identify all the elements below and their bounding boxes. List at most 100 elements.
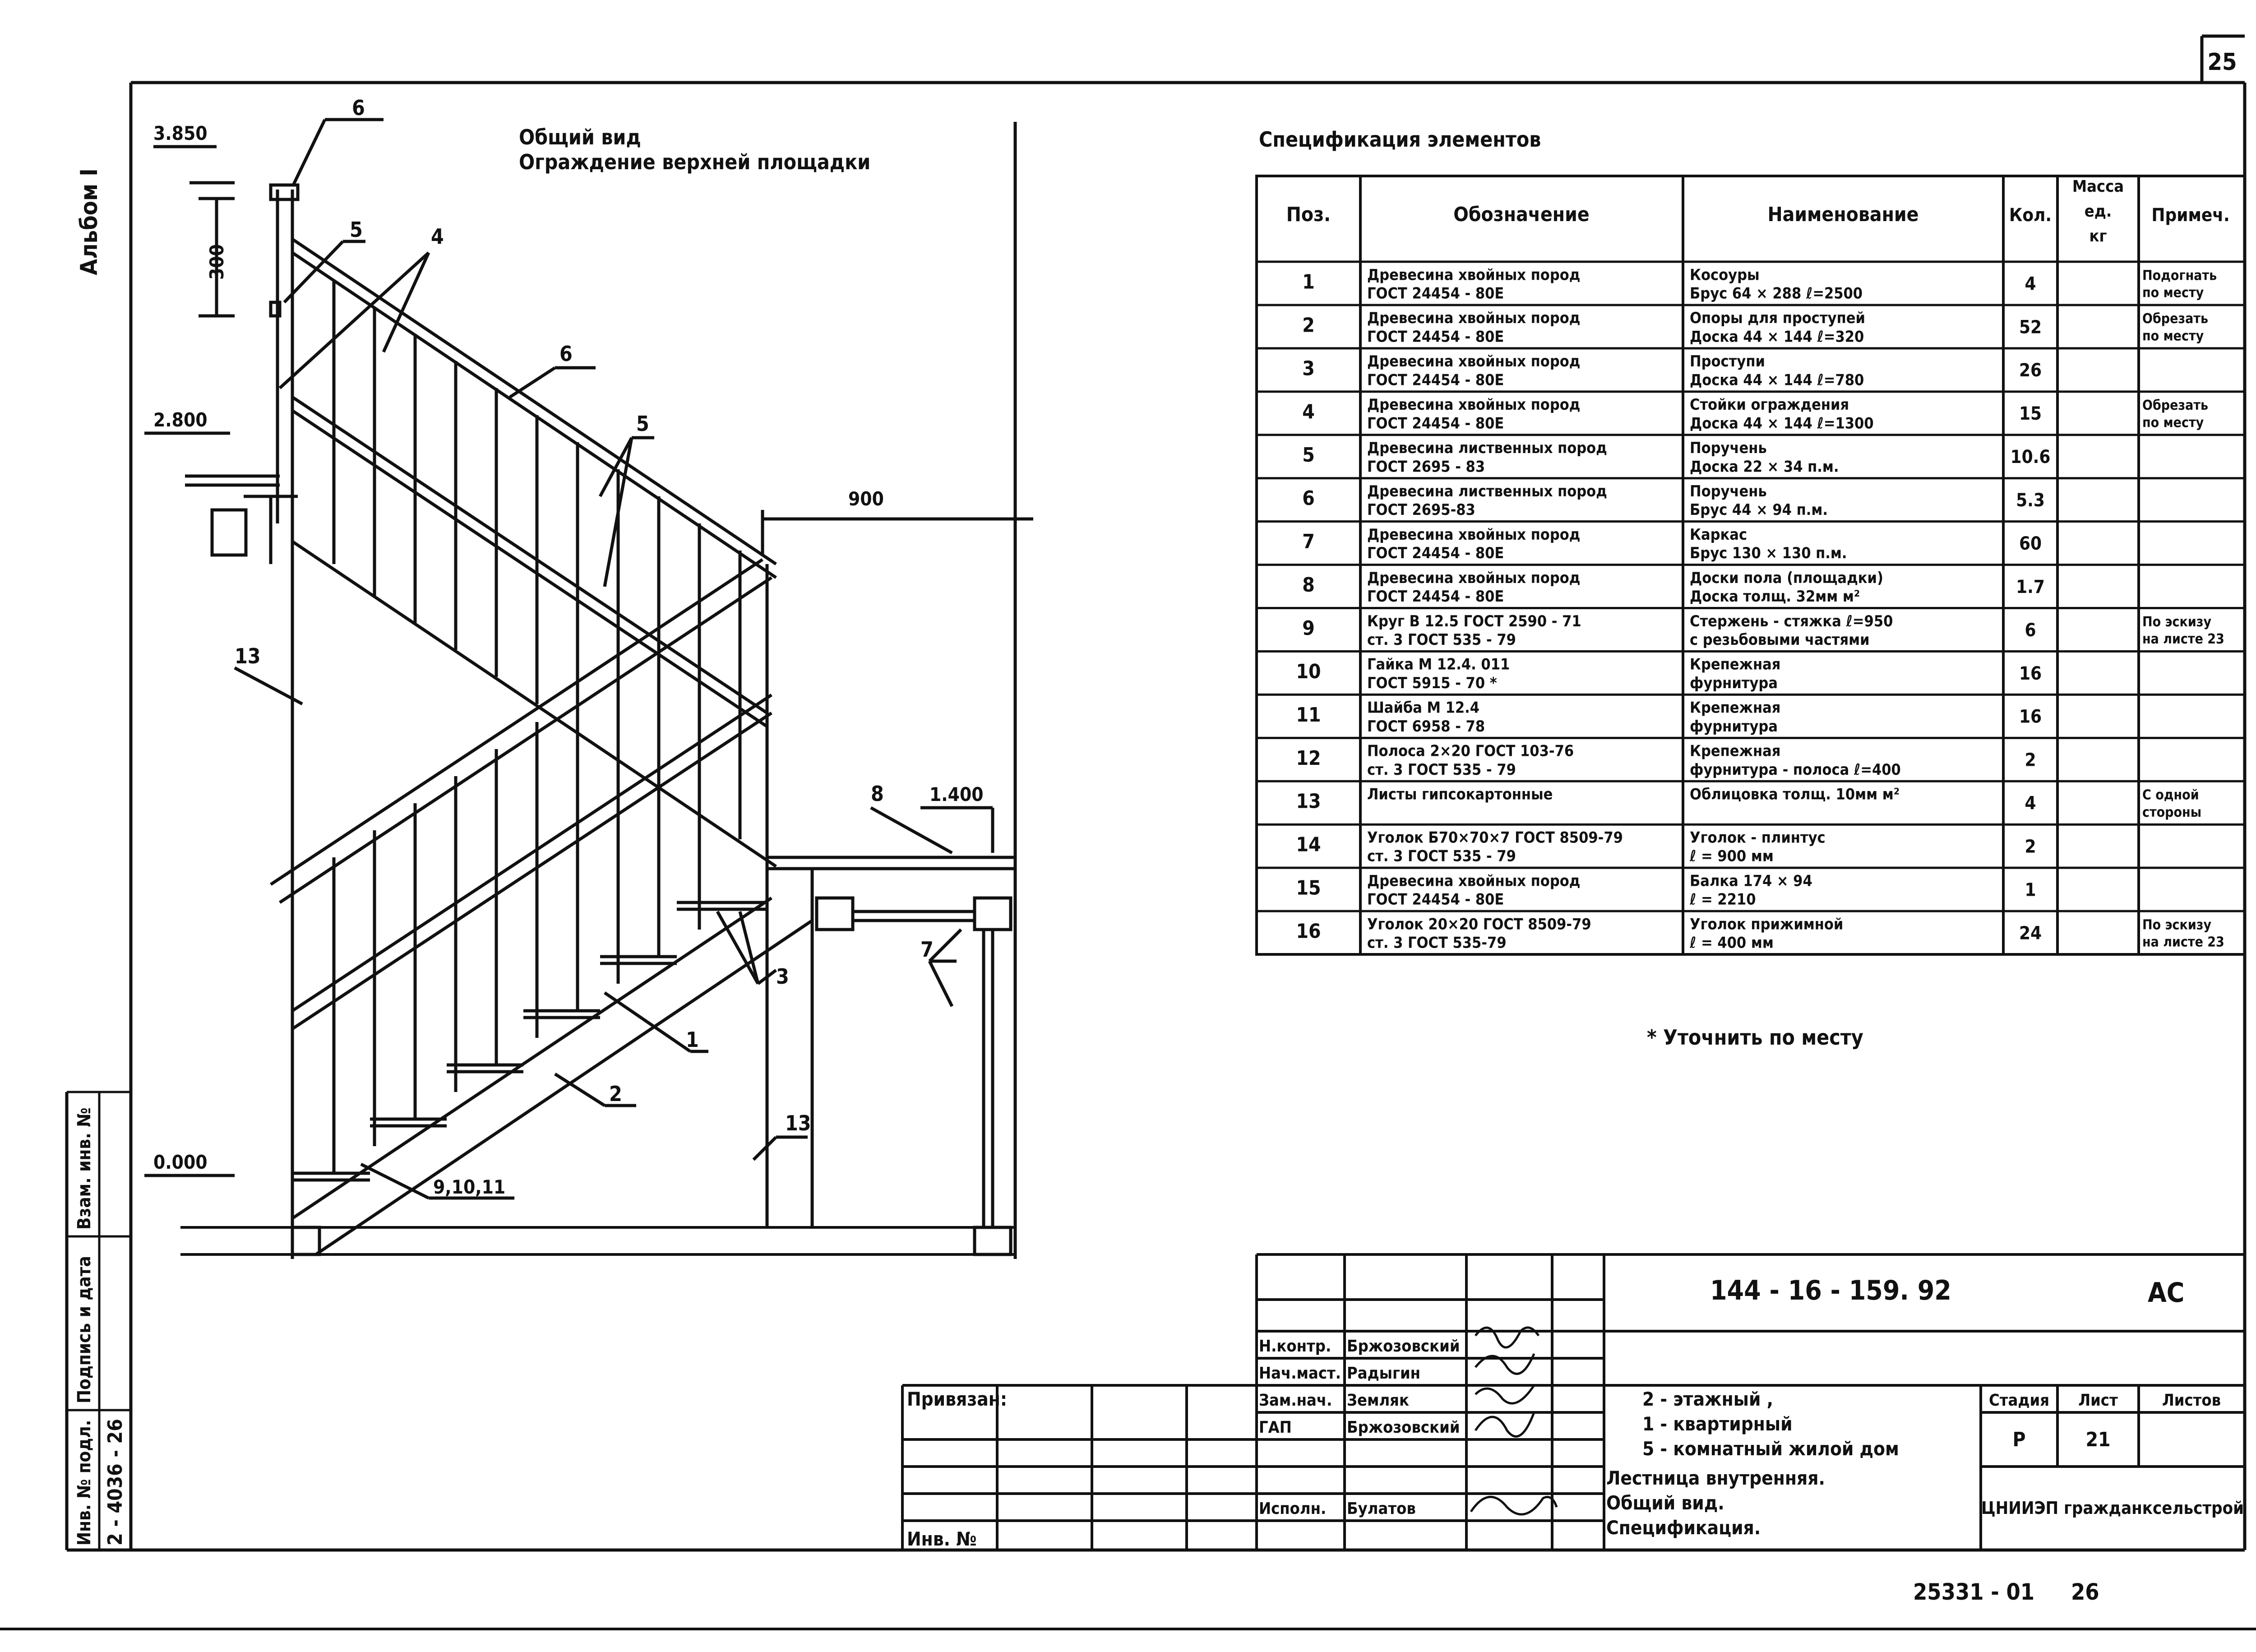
bound-label: Привязан: [907, 1388, 1007, 1410]
spec-cell-designation: ГОСТ 24454 - 80Е [1367, 328, 1504, 346]
spec-cell-designation: Гайка М 12.4. 011 [1367, 656, 1510, 674]
spec-cell-name: Доска 22 × 34 п.м. [1690, 458, 1839, 476]
sheet-title-3: Спецификация. [1606, 1517, 1761, 1539]
spec-header-note: Примеч. [2151, 205, 2229, 226]
spec-cell-pos: 12 [1296, 747, 1321, 770]
spec-cell-designation: ГОСТ 24454 - 80Е [1367, 588, 1504, 606]
spec-cell-qty: 1.7 [2016, 577, 2045, 597]
spec-cell-note: Подогнать [2142, 268, 2217, 283]
callout-9-10-11: 9,10,11 [433, 1176, 505, 1198]
spec-cell-name: Поручень [1690, 482, 1767, 500]
spec-cell-note: по месту [2142, 329, 2204, 344]
signature-marks [1470, 1326, 1558, 1516]
spec-cell-note: на листе 23 [2142, 935, 2224, 950]
project-line-2: 1 - квартирный [1642, 1413, 1793, 1435]
sheet-label: Лист [2078, 1391, 2118, 1410]
spec-cell-name: Крепежная [1690, 699, 1780, 717]
spec-cell-name: Крепежная [1690, 656, 1780, 674]
spec-cell-designation: Листы гипсокартонные [1367, 786, 1553, 804]
spec-cell-designation: Полоса 2×20 ГОСТ 103-76 [1367, 742, 1574, 760]
spec-cell-name: Балка 174 × 94 [1690, 872, 1812, 890]
spec-cell-note: по месту [2142, 285, 2204, 301]
level-floor: 1.400 [929, 783, 984, 805]
spec-cell-designation: ст. 3 ГОСТ 535 - 79 [1367, 847, 1516, 865]
spec-cell-note: По эскизу [2142, 917, 2211, 933]
callout-6a: 6 [352, 96, 365, 120]
spec-cell-designation: Древесина хвойных пород [1367, 396, 1580, 414]
spec-cell-designation: ст. 3 ГОСТ 535 - 79 [1367, 631, 1516, 649]
spec-cell-name: Доска 44 × 144 ℓ=780 [1690, 371, 1864, 389]
spec-cell-note: По эскизу [2142, 614, 2211, 630]
role-name: Земляк [1347, 1391, 1409, 1410]
spec-cell-qty: 6 [2025, 620, 2036, 641]
callout-4: 4 [431, 224, 444, 249]
spec-cell-qty: 5.3 [2016, 490, 2045, 511]
spec-cell-qty: 15 [2019, 403, 2042, 424]
inv-label: Инв. № [907, 1528, 977, 1550]
spec-cell-qty: 26 [2019, 360, 2042, 381]
spec-header-mass-1: Масса [2072, 177, 2124, 196]
spec-cell-pos: 11 [1296, 703, 1321, 727]
spec-cell-name: Доска 44 × 144 ℓ=1300 [1690, 414, 1874, 432]
sheet-title-1: Лестница внутренняя. [1606, 1467, 1825, 1489]
sheet-value: 21 [2085, 1428, 2110, 1451]
dim-landing-width: 900 [848, 488, 884, 510]
spec-cell-name: Брус 64 × 288 ℓ=2500 [1690, 285, 1863, 303]
spec-cell-designation: ГОСТ 6958 - 78 [1367, 717, 1485, 736]
spec-cell-pos: 10 [1296, 660, 1321, 683]
drawing-title-2: Ограждение верхней площадки [519, 150, 870, 174]
spec-header-mass-2: ед. [2085, 202, 2112, 221]
spec-cell-name: Проступи [1690, 352, 1765, 370]
project-line-1: 2 - этажный , [1642, 1388, 1773, 1410]
spec-cell-designation: Уголок 20×20 ГОСТ 8509-79 [1367, 915, 1591, 933]
spec-row-lines [1257, 260, 2245, 912]
sheet-frame [0, 34, 2256, 1630]
spec-header-pos: Поз. [1286, 203, 1331, 226]
spec-header-mass-3: кг [2090, 227, 2107, 245]
spec-cell-designation: Древесина хвойных пород [1367, 266, 1580, 284]
spec-cell-name: Брус 130 × 130 п.м. [1690, 544, 1847, 562]
spec-cell-designation: ГОСТ 24454 - 80Е [1367, 891, 1504, 909]
spec-cell-designation: Древесина хвойных пород [1367, 569, 1580, 587]
spec-cell-pos: 6 [1302, 487, 1315, 510]
spec-cell-pos: 14 [1296, 833, 1321, 856]
spec-cell-pos: 15 [1296, 877, 1321, 900]
role-name: Бржозовский [1347, 1337, 1460, 1356]
role-label: ГАП [1259, 1418, 1292, 1437]
spec-cell-qty: 2 [2025, 750, 2036, 771]
callout-2: 2 [609, 1082, 622, 1106]
spec-cell-qty: 1 [2025, 879, 2036, 900]
spec-cell-pos: 1 [1302, 270, 1315, 293]
role-label: Зам.нач. [1259, 1391, 1332, 1410]
spec-cell-name: фурнитура - полоса ℓ=400 [1690, 761, 1901, 779]
level-upper: 2.800 [153, 409, 208, 431]
stage-label: Стадия [1989, 1391, 2049, 1410]
spec-cell-name: ℓ = 400 мм [1689, 934, 1774, 952]
page-number: 25 [2207, 49, 2237, 76]
spec-cell-pos: 3 [1302, 357, 1315, 380]
role-label: Исполн. [1259, 1499, 1326, 1518]
spec-cell-name: Доска 44 × 144 ℓ=320 [1690, 328, 1864, 346]
spec-cell-qty: 52 [2019, 317, 2042, 338]
spec-cell-designation: ГОСТ 2695-83 [1367, 501, 1475, 519]
callout-3: 3 [776, 964, 789, 989]
spec-cell-name: Опоры для проступей [1690, 309, 1865, 327]
spec-cell-name: Стойки ограждения [1690, 396, 1849, 414]
spec-cell-pos: 2 [1302, 314, 1315, 337]
spec-cell-pos: 16 [1296, 920, 1321, 943]
album-label: Альбом I [76, 168, 103, 275]
spec-footnote: * Уточнить по месту [1647, 1025, 1863, 1050]
spec-cell-designation: Древесина хвойных пород [1367, 309, 1580, 327]
stamp-code: 144 - 16 - 159. 92 [1710, 1275, 1951, 1306]
spec-cell-name: Уголок прижимной [1690, 915, 1843, 933]
spec-cell-designation: Древесина хвойных пород [1367, 526, 1580, 544]
spec-cell-designation: ГОСТ 2695 - 83 [1367, 458, 1485, 476]
side-inv-value: 2 - 4036 - 26 [104, 1419, 127, 1546]
spec-cell-qty: 24 [2019, 923, 2042, 944]
spec-cell-designation: ГОСТ 24454 - 80Е [1367, 414, 1504, 432]
stamp-section: АС [2148, 1277, 2184, 1309]
sheet-title-2: Общий вид. [1606, 1492, 1724, 1514]
stamp-roles: Н.контр. Бржозовский Нач.маст. Радыгин З… [1259, 1337, 1460, 1518]
callout-13b: 13 [785, 1111, 811, 1135]
